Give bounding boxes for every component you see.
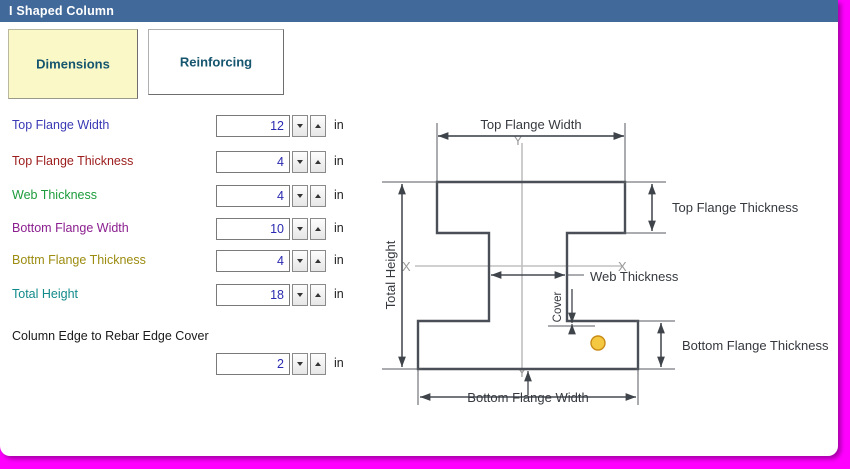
rebar-dot <box>590 335 606 351</box>
spinner-up-button-0[interactable] <box>310 115 326 137</box>
axis-lines <box>415 143 622 373</box>
chevron-down-icon <box>297 124 303 128</box>
dialog-panel: I Shaped Column Dimensions Reinforcing T… <box>0 0 838 456</box>
spinner-down-button-0[interactable] <box>292 115 308 137</box>
form-row: Top Flange Thickness 4 in <box>0 151 360 175</box>
field-input-5[interactable]: 18 <box>216 284 290 306</box>
cover-label-row: Column Edge to Rebar Edge Cover <box>0 326 360 350</box>
label-bottom-flange-thickness: Bottom Flange Thickness <box>682 338 829 353</box>
chevron-down-icon <box>297 293 303 297</box>
field-unit-4: in <box>334 253 344 267</box>
spinner-1: 4 in <box>216 151 344 173</box>
spinner-up-button-5[interactable] <box>310 284 326 306</box>
chevron-up-icon <box>315 124 321 128</box>
axis-label-y-top: Y <box>514 133 523 148</box>
spinner-down-button-cover[interactable] <box>292 353 308 375</box>
chevron-up-icon <box>315 259 321 263</box>
axis-label-x-left: X <box>402 259 411 274</box>
cover-unit: in <box>334 356 344 370</box>
tab-dimensions[interactable]: Dimensions <box>8 29 138 99</box>
form-row: Bottm Flange Thickness 4 in <box>0 250 360 274</box>
tab-reinforcing-label: Reinforcing <box>179 54 253 70</box>
spinner-down-button-5[interactable] <box>292 284 308 306</box>
spinner-down-button-3[interactable] <box>292 218 308 240</box>
chevron-down-icon <box>297 160 303 164</box>
chevron-down-icon <box>297 227 303 231</box>
field-label-1: Top Flange Thickness <box>12 154 134 168</box>
dimension-arrows <box>398 132 665 401</box>
field-unit-3: in <box>334 221 344 235</box>
spinner-3: 10 in <box>216 218 344 240</box>
form-row: Top Flange Width 12 in <box>0 115 360 139</box>
spinner-up-button-1[interactable] <box>310 151 326 173</box>
chevron-up-icon <box>315 293 321 297</box>
window-title-bar: I Shaped Column <box>0 0 838 22</box>
spinner-4: 4 in <box>216 250 344 272</box>
label-web-thickness: Web Thickness <box>590 269 679 284</box>
field-input-3[interactable]: 10 <box>216 218 290 240</box>
field-unit-2: in <box>334 188 344 202</box>
field-unit-1: in <box>334 154 344 168</box>
field-input-1[interactable]: 4 <box>216 151 290 173</box>
chevron-up-icon <box>315 160 321 164</box>
section-diagram: X X Y Y <box>370 105 830 415</box>
label-top-flange-thickness: Top Flange Thickness <box>672 200 799 215</box>
cover-label: Column Edge to Rebar Edge Cover <box>12 329 209 343</box>
tab-reinforcing[interactable]: Reinforcing <box>148 29 284 95</box>
spinner-up-button-4[interactable] <box>310 250 326 272</box>
label-total-height: Total Height <box>383 240 398 309</box>
cover-input-row: 2 in <box>0 353 360 377</box>
chevron-up-icon <box>315 227 321 231</box>
chevron-up-icon <box>315 362 321 366</box>
label-cover: Cover <box>552 291 564 322</box>
axis-label-x-right: X <box>618 259 627 274</box>
field-label-5: Total Height <box>12 287 79 301</box>
field-label-3: Bottom Flange Width <box>12 221 129 235</box>
spinner-5: 18 in <box>216 284 344 306</box>
field-input-2[interactable]: 4 <box>216 185 290 207</box>
axis-label-y-bottom: Y <box>518 365 527 380</box>
cover-input[interactable]: 2 <box>216 353 290 375</box>
spinner-down-button-4[interactable] <box>292 250 308 272</box>
spinner-0: 12 in <box>216 115 344 137</box>
spinner-down-button-1[interactable] <box>292 151 308 173</box>
witness-lines <box>382 123 675 405</box>
spinner-up-button-cover[interactable] <box>310 353 326 375</box>
field-unit-0: in <box>334 118 344 132</box>
field-label-4: Bottm Flange Thickness <box>12 253 146 267</box>
field-label-2: Web Thickness <box>12 188 97 202</box>
form-row: Web Thickness 4 in <box>0 185 360 209</box>
i-column-cross-section-svg: X X Y Y <box>382 117 829 405</box>
tab-dimensions-label: Dimensions <box>36 56 110 72</box>
chevron-down-icon <box>297 194 303 198</box>
chevron-down-icon <box>297 259 303 263</box>
chevron-down-icon <box>297 362 303 366</box>
page-title: I Shaped Column <box>9 4 115 18</box>
field-input-0[interactable]: 12 <box>216 115 290 137</box>
chevron-up-icon <box>315 194 321 198</box>
label-bottom-flange-width: Bottom Flange Width <box>467 390 588 405</box>
form-row: Bottom Flange Width 10 in <box>0 218 360 242</box>
label-top-flange-width: Top Flange Width <box>480 117 581 132</box>
field-label-0: Top Flange Width <box>12 118 110 132</box>
spinner-down-button-2[interactable] <box>292 185 308 207</box>
form-row: Total Height 18 in <box>0 284 360 308</box>
spinner-2: 4 in <box>216 185 344 207</box>
spinner-cover: 2 in <box>216 353 344 375</box>
field-input-4[interactable]: 4 <box>216 250 290 272</box>
spinner-up-button-3[interactable] <box>310 218 326 240</box>
spinner-up-button-2[interactable] <box>310 185 326 207</box>
field-unit-5: in <box>334 287 344 301</box>
